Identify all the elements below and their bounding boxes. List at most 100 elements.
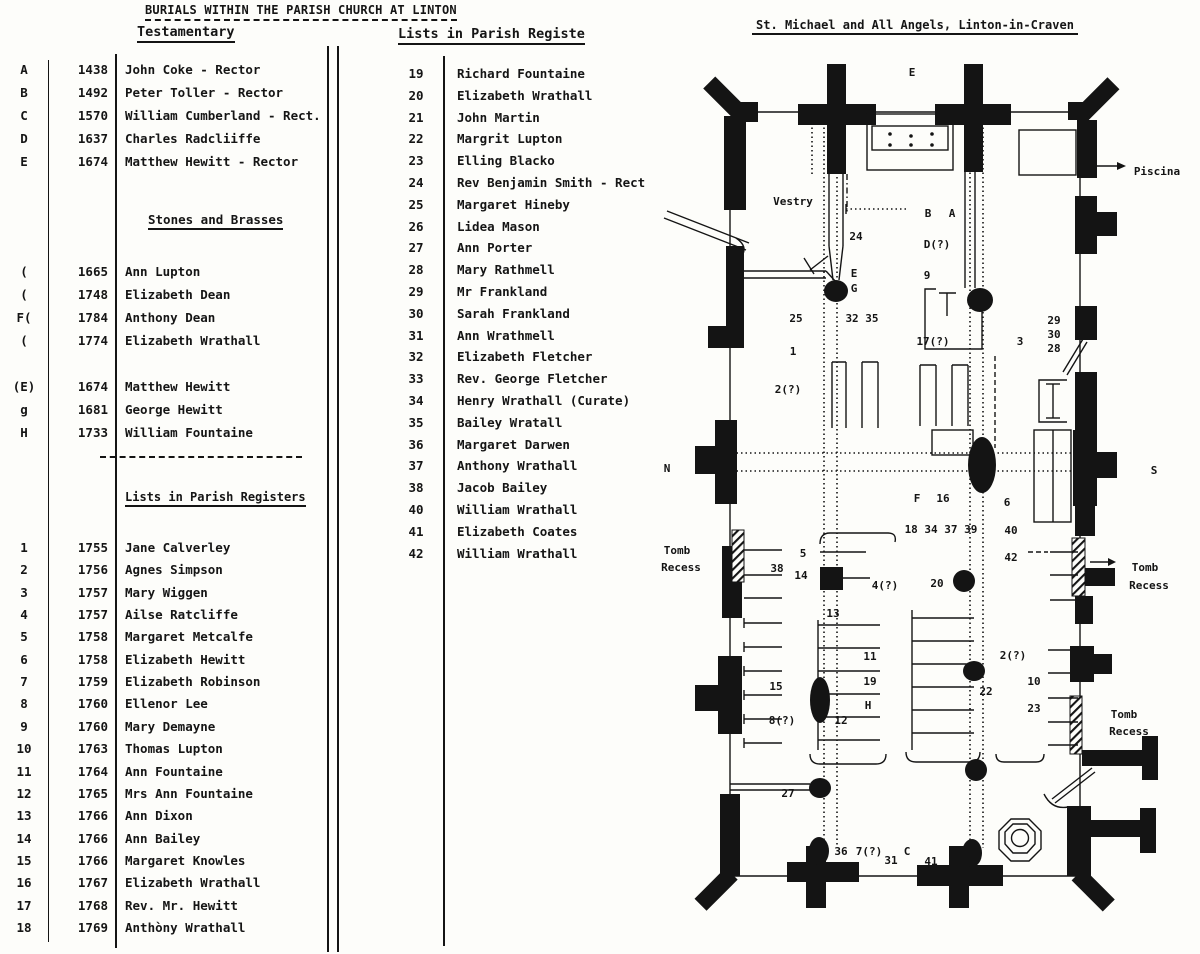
entry-name: Elizabeth Robinson (125, 674, 261, 690)
document-title: BURIALS WITHIN THE PARISH CHURCH AT LINT… (145, 3, 457, 21)
entry-name: Sarah Frankland (457, 305, 570, 321)
entry-name: Ailse Ratcliffe (125, 607, 238, 623)
entry-key: 7 (20, 674, 28, 690)
plan-label: Recess (661, 561, 701, 574)
entry-key: C (20, 108, 28, 123)
entry-name: William Fountaine (125, 425, 253, 440)
entry-name: Anthony Wrathall (457, 458, 578, 474)
entry-year: 1438 (77, 62, 108, 77)
entry-name: Elizabeth Fletcher (457, 349, 593, 365)
entry-name: Ann Wrathmell (457, 327, 555, 343)
entry-year: 1758 (77, 629, 108, 645)
plan-label: Piscina (1134, 165, 1180, 178)
plan-label: 28 (1047, 342, 1060, 355)
entry-key: 8 (20, 696, 28, 712)
entry-key: 2 (20, 562, 28, 578)
entry-year: 1774 (77, 333, 108, 348)
entry-name: Ann Porter (457, 240, 533, 256)
rule-letter-col (48, 60, 49, 942)
entry-name: Margaret Knowles (125, 852, 246, 868)
entry-year: 1784 (77, 310, 108, 325)
plan-label: B (925, 207, 932, 220)
entry-name: Ann Fountaine (125, 763, 223, 779)
entry-name: Mary Wiggen (125, 584, 208, 600)
testamentary-header: Testamentary (137, 24, 235, 43)
plan-label: S (1151, 464, 1158, 477)
entry-name: Elizabeth Wrathall (457, 87, 593, 103)
entry-key: 14 (16, 830, 32, 846)
plan-label: 29 (1047, 314, 1060, 327)
plan-label: 15 (769, 680, 782, 693)
entry-name: Ann Lupton (125, 264, 201, 279)
entry-key: 12 (16, 785, 32, 801)
entry-name: Henry Wrathall (Curate) (457, 393, 631, 408)
entry-name: Ann Bailey (125, 830, 201, 846)
entry-number: 30 (408, 305, 424, 321)
entry-number: 19 (408, 66, 424, 81)
entry-number: 21 (408, 109, 424, 125)
entry-key: 15 (16, 852, 32, 868)
plan-label: 32 35 (845, 312, 878, 325)
entry-year: 1759 (77, 674, 108, 690)
plan-label: 14 (794, 569, 808, 582)
plan-label: 41 (924, 855, 938, 868)
entry-key: A (20, 62, 28, 77)
entry-number: 22 (408, 131, 424, 147)
entry-name: William Cumberland - Rect. (125, 108, 321, 123)
entry-key: 5 (20, 629, 28, 645)
entry-number: 38 (408, 480, 424, 496)
entry-number: 32 (408, 349, 424, 365)
entry-name: Elling Blacko (457, 153, 555, 169)
plan-dotted-lines (696, 114, 1100, 848)
entry-number: 23 (408, 153, 424, 169)
entry-key: 16 (16, 875, 32, 891)
entry-year: 1733 (77, 425, 108, 440)
entry-year: 1760 (77, 696, 108, 712)
entry-name: Mr Frankland (457, 284, 548, 299)
entry-number: 26 (408, 218, 424, 234)
stones-and-brasses-header: Stones and Brasses (148, 212, 284, 230)
entry-year: 1760 (77, 718, 108, 734)
plan-label: 27 (781, 787, 794, 800)
entry-name: Anthony Dean (125, 310, 216, 325)
plan-label: Tomb (664, 544, 691, 557)
plan-label: H (865, 699, 872, 712)
entry-year: 1570 (77, 108, 108, 123)
entry-year: 1755 (77, 540, 108, 555)
plan-title: St. Michael and All Angels, Linton-in-Cr… (752, 18, 1078, 35)
entry-number: 35 (408, 414, 424, 430)
plan-label: 4(?) (872, 579, 899, 592)
plan-label: E (851, 267, 858, 280)
entry-number: 20 (408, 87, 424, 103)
entry-name: Elizabeth Wrathall (125, 333, 261, 348)
entry-name: George Hewitt (125, 402, 223, 417)
plan-label: 13 (826, 607, 839, 620)
entry-key: 4 (20, 607, 28, 623)
plan-label: 12 (834, 714, 847, 727)
entry-number: 42 (408, 545, 424, 561)
plan-label: D(?) (924, 238, 951, 251)
entry-year: 1766 (77, 830, 108, 846)
entry-year: 1674 (77, 154, 108, 169)
entry-key: F( (16, 310, 32, 325)
entry-key: B (20, 85, 28, 100)
entry-year: 1681 (77, 402, 108, 417)
plan-label: G (851, 282, 858, 295)
middle-list-header: Lists in Parish Registe (398, 26, 585, 45)
plan-label: 8(?) (769, 714, 796, 727)
plan-label: C (904, 845, 911, 858)
entry-year: 1492 (77, 85, 108, 100)
plan-label: 38 (770, 562, 783, 575)
plan-label: 11 (863, 650, 877, 663)
plan-label: 17(?) (916, 335, 949, 348)
entry-name: Agnes Simpson (125, 562, 223, 578)
entry-key: 3 (20, 584, 28, 600)
entry-number: 31 (408, 327, 424, 343)
plan-label: 24 (849, 230, 863, 243)
entry-number: 34 (408, 393, 424, 408)
tomb-recess-hatching (731, 529, 1086, 755)
plan-label: 3 (1017, 335, 1024, 348)
entry-year: 1769 (77, 919, 108, 935)
